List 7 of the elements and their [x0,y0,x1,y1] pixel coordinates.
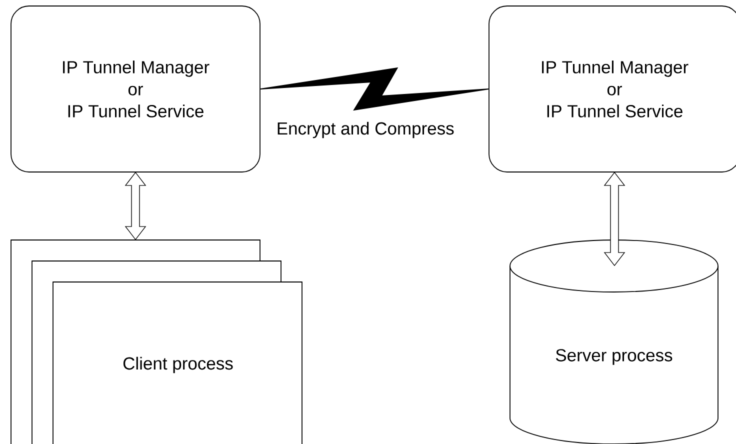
process-box: IP Tunnel Manager or IP Tunnel Service [488,6,736,172]
stacked-documents: Client process [10,240,302,444]
lightning-link [260,67,489,111]
edge-label: Encrypt and Compress [275,120,456,140]
node-label: Server process [556,349,672,365]
database-cylinder: Server process [510,240,718,444]
process-box: IP Tunnel Manager or IP Tunnel Service [10,6,260,172]
